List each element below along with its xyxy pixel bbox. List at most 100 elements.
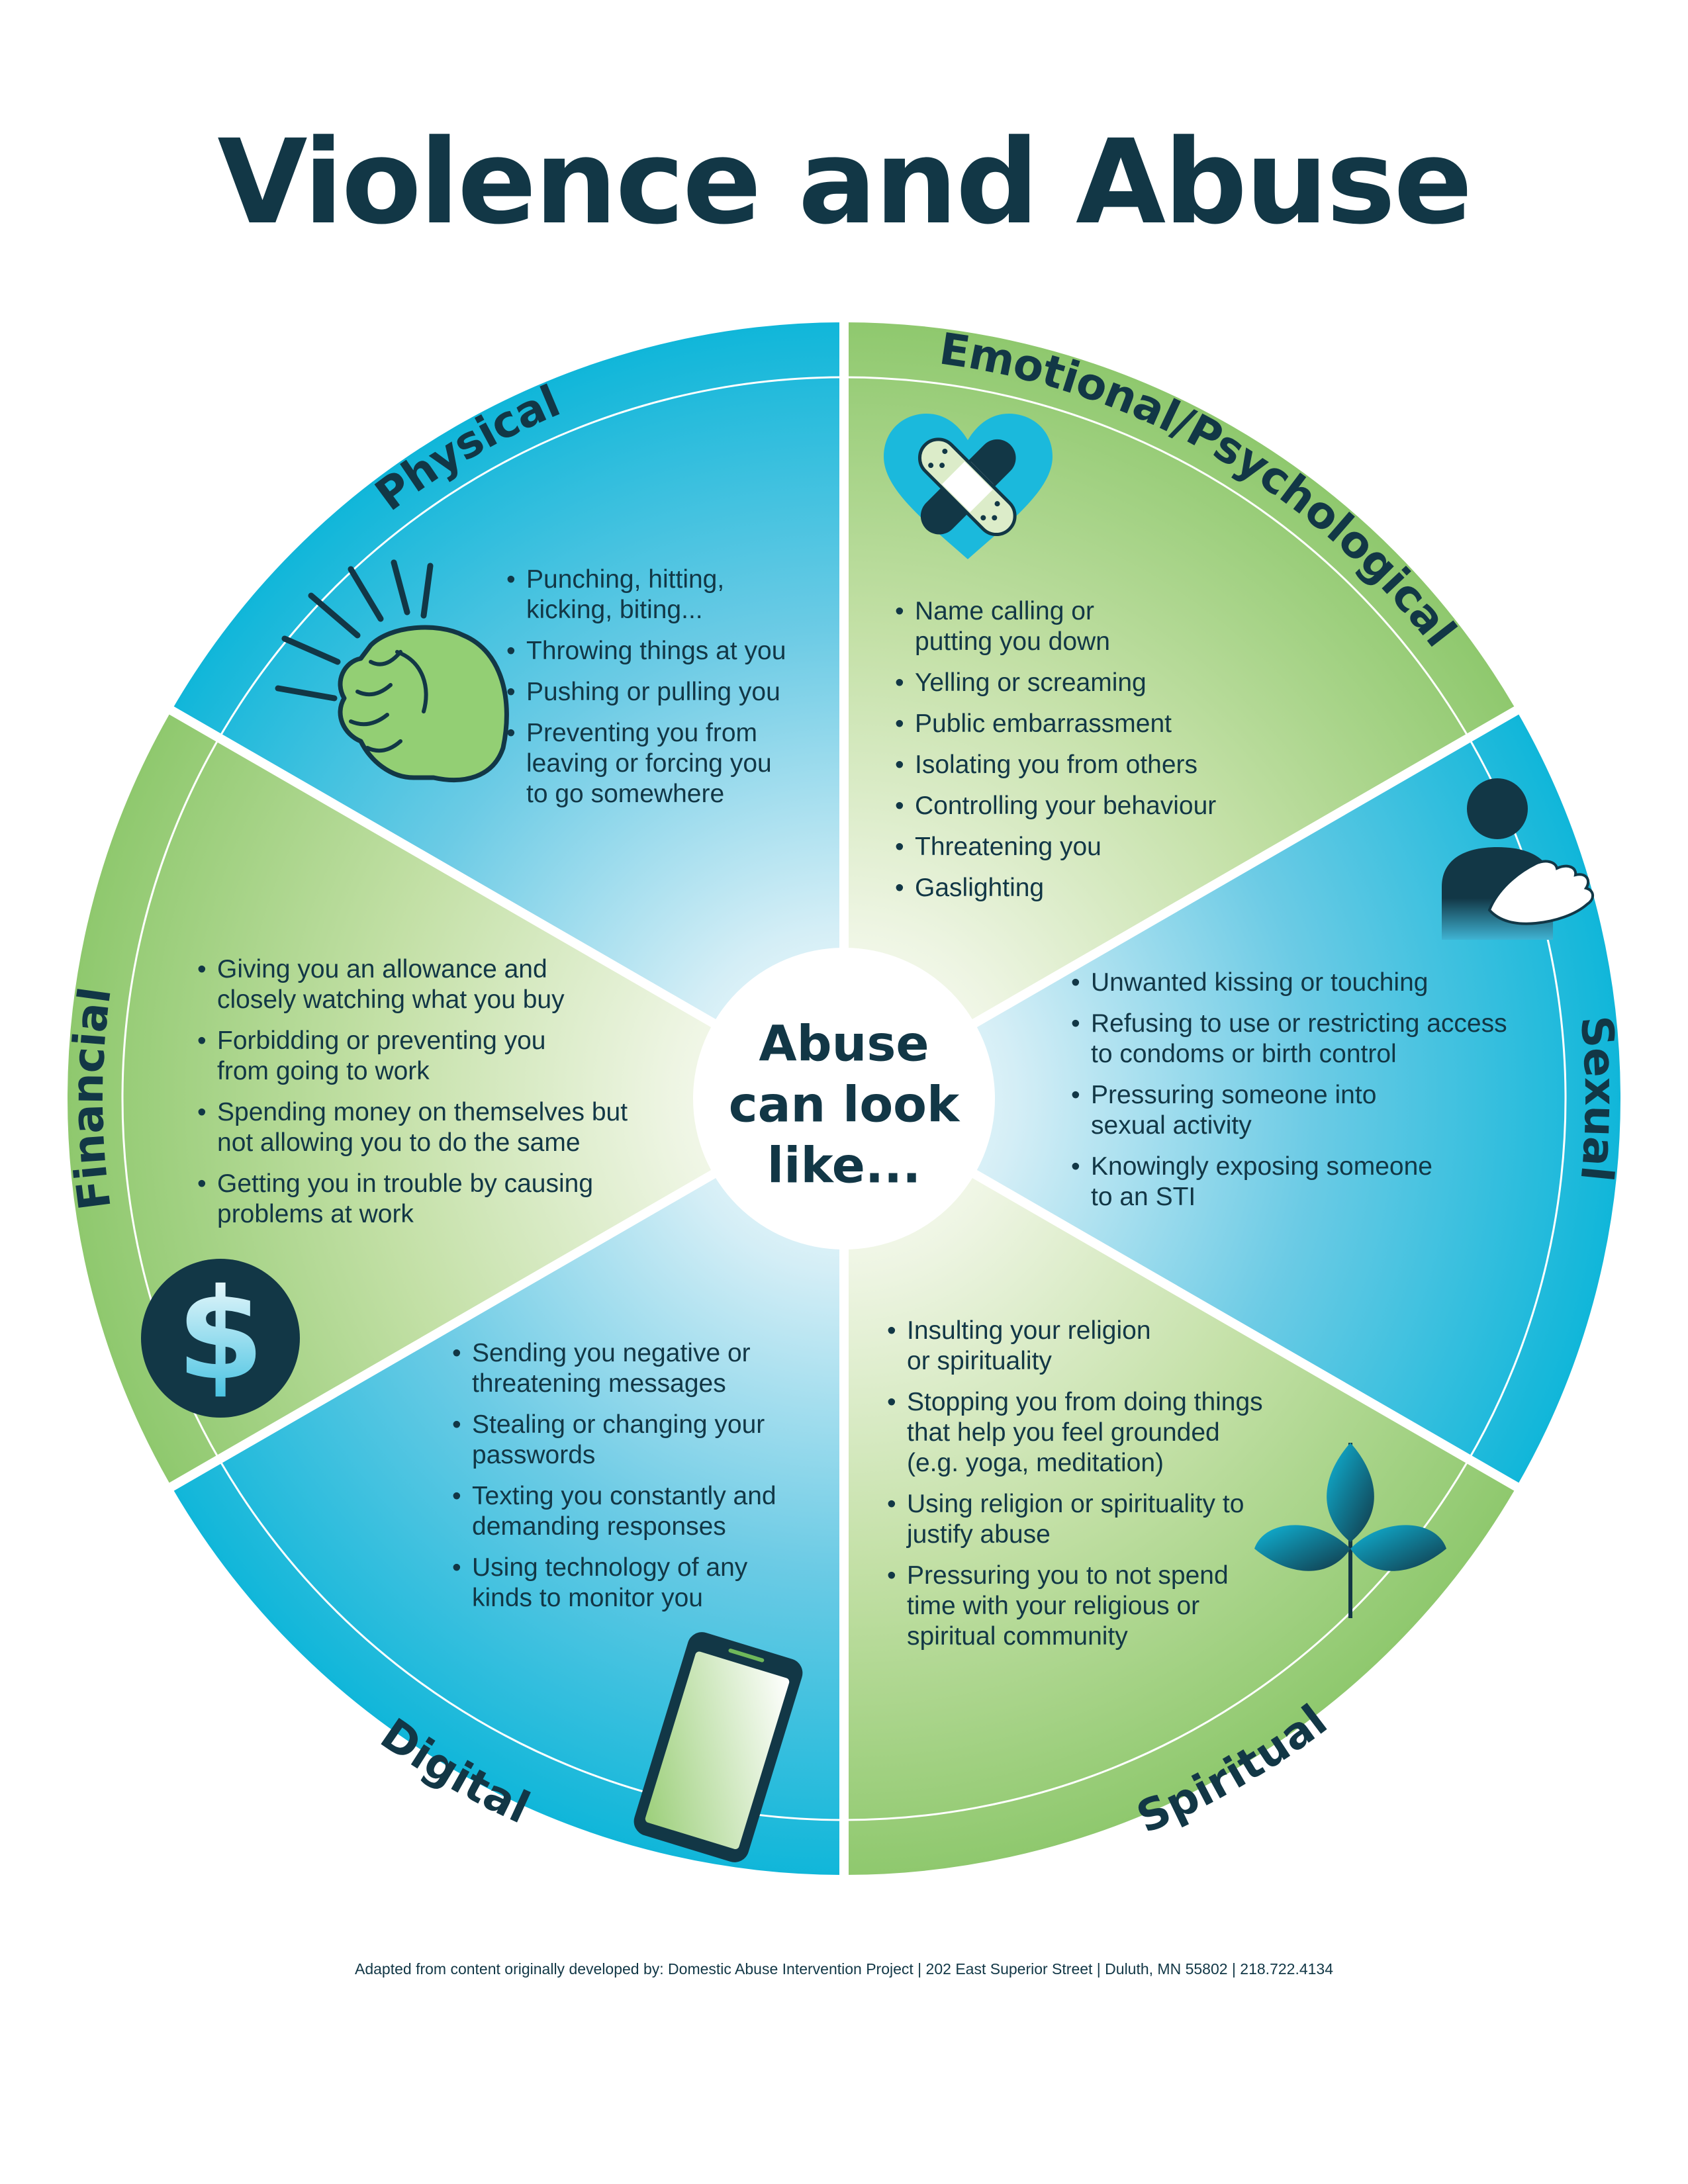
hub-text-line: can look (729, 1077, 961, 1134)
list-item: Insulting your religion (907, 1316, 1151, 1345)
bullet: • (197, 955, 207, 983)
list-item: demanding responses (472, 1512, 726, 1541)
list-item: Name calling or (915, 597, 1094, 625)
item-list-sexual: • Unwanted kissing or touching • Refusing t… (1071, 968, 1507, 1211)
list-item: leaving or forcing you (526, 749, 772, 778)
bullet: • (197, 1098, 207, 1126)
list-item: to condoms or birth control (1091, 1040, 1397, 1068)
list-item: to an STI (1091, 1183, 1196, 1211)
sector-spiritual (839, 1090, 1527, 1885)
sector-sexual (834, 702, 1630, 1496)
bullet: • (895, 792, 904, 820)
bullet: • (1071, 1009, 1080, 1038)
sector-label-sexual: Sexual (1570, 1014, 1626, 1184)
dollar-coin-icon: $ (141, 1259, 300, 1418)
list-item: Isolating you from others (915, 751, 1197, 779)
list-item: Stopping you from doing things (907, 1388, 1263, 1416)
list-item: justify abuse (906, 1520, 1051, 1549)
list-item: Spending money on themselves but (217, 1098, 628, 1126)
list-item: from going to work (217, 1057, 430, 1085)
list-item: problems at work (217, 1200, 414, 1228)
unwanted-touch-icon (1442, 778, 1594, 940)
sector-digital (161, 1090, 849, 1885)
bullet: • (887, 1490, 896, 1518)
smartphone-icon (633, 1632, 803, 1862)
list-item: Throwing things at you (526, 637, 786, 665)
list-item: kinds to monitor you (472, 1584, 703, 1612)
bullet: • (895, 597, 904, 625)
list-item: Using religion or spirituality to (907, 1490, 1244, 1518)
list-item: to go somewhere (526, 780, 724, 808)
bullet: • (895, 751, 904, 779)
page-title: Violence and Abuse (217, 114, 1472, 250)
list-item: passwords (472, 1441, 595, 1469)
source-credit: Adapted from content originally develope… (354, 1960, 1334, 1978)
bullet: • (452, 1410, 461, 1439)
list-item: Pressuring someone into (1091, 1081, 1376, 1109)
list-item: time with your religious or (907, 1592, 1199, 1620)
inner-ring (121, 376, 1567, 1821)
list-item: Texting you constantly and (472, 1482, 776, 1510)
list-item: closely watching what you buy (217, 985, 565, 1014)
list-item: Unwanted kissing or touching (1091, 968, 1428, 997)
list-item: Pressuring you to not spend (907, 1561, 1229, 1590)
list-item: Yelling or screaming (915, 668, 1147, 697)
bullet: • (1071, 968, 1080, 997)
list-item: Forbidding or preventing you (217, 1026, 545, 1055)
list-item: (e.g. yoga, meditation) (907, 1449, 1164, 1477)
bullet: • (895, 709, 904, 738)
bullet: • (895, 833, 904, 861)
bullet: • (197, 1026, 207, 1055)
list-item: Pushing or pulling you (526, 678, 780, 706)
list-item: not allowing you to do the same (217, 1128, 581, 1157)
list-item: spiritual community (907, 1622, 1128, 1651)
bullet: • (506, 637, 516, 665)
list-item: Using technology of any (472, 1553, 748, 1582)
list-item: Punching, hitting, (526, 565, 724, 594)
list-item: Gaslighting (915, 874, 1044, 902)
list-item: Knowingly exposing someone (1091, 1152, 1432, 1181)
hub-circle (693, 948, 995, 1250)
bullet: • (887, 1561, 896, 1590)
bullet: • (452, 1482, 461, 1510)
list-item: that help you feel grounded (907, 1418, 1220, 1447)
hub-text-line: like... (767, 1138, 921, 1195)
bullet: • (452, 1553, 461, 1582)
bullet: • (506, 678, 516, 706)
hub-text-line: Abuse (759, 1016, 929, 1073)
fist-icon (275, 559, 509, 783)
bullet: • (895, 668, 904, 697)
bullet: • (1071, 1081, 1080, 1109)
list-item: Getting you in trouble by causing (217, 1169, 593, 1198)
bullet: • (1071, 1152, 1080, 1181)
list-item: Giving you an allowance and (217, 955, 547, 983)
list-item: putting you down (915, 627, 1110, 656)
list-item: or spirituality (907, 1347, 1052, 1375)
bullet: • (887, 1388, 896, 1416)
list-item: Controlling your behaviour (915, 792, 1216, 820)
bullet: • (452, 1339, 461, 1367)
sector-label-financial: Financial (62, 984, 121, 1212)
bandaged-heart-icon (884, 414, 1053, 559)
list-item: kicking, biting... (526, 596, 703, 624)
list-item: sexual activity (1091, 1111, 1252, 1140)
bullet: • (506, 565, 516, 594)
bullet: • (895, 874, 904, 902)
list-item: Refusing to use or restricting access (1091, 1009, 1507, 1038)
item-list-physical: • Punching, hitting,kicking, biting... • Th… (506, 565, 786, 808)
list-item: Preventing you from (526, 719, 757, 747)
bullet: • (197, 1169, 207, 1198)
list-item: Sending you negative or (472, 1339, 751, 1367)
list-item: threatening messages (472, 1369, 726, 1398)
list-item: Threatening you (915, 833, 1102, 861)
leaf-plant-icon (1254, 1443, 1446, 1618)
list-item: Stealing or changing your (472, 1410, 765, 1439)
list-item: Public embarrassment (915, 709, 1172, 738)
bullet: • (887, 1316, 896, 1345)
svg-text:$: $ (177, 1261, 264, 1408)
